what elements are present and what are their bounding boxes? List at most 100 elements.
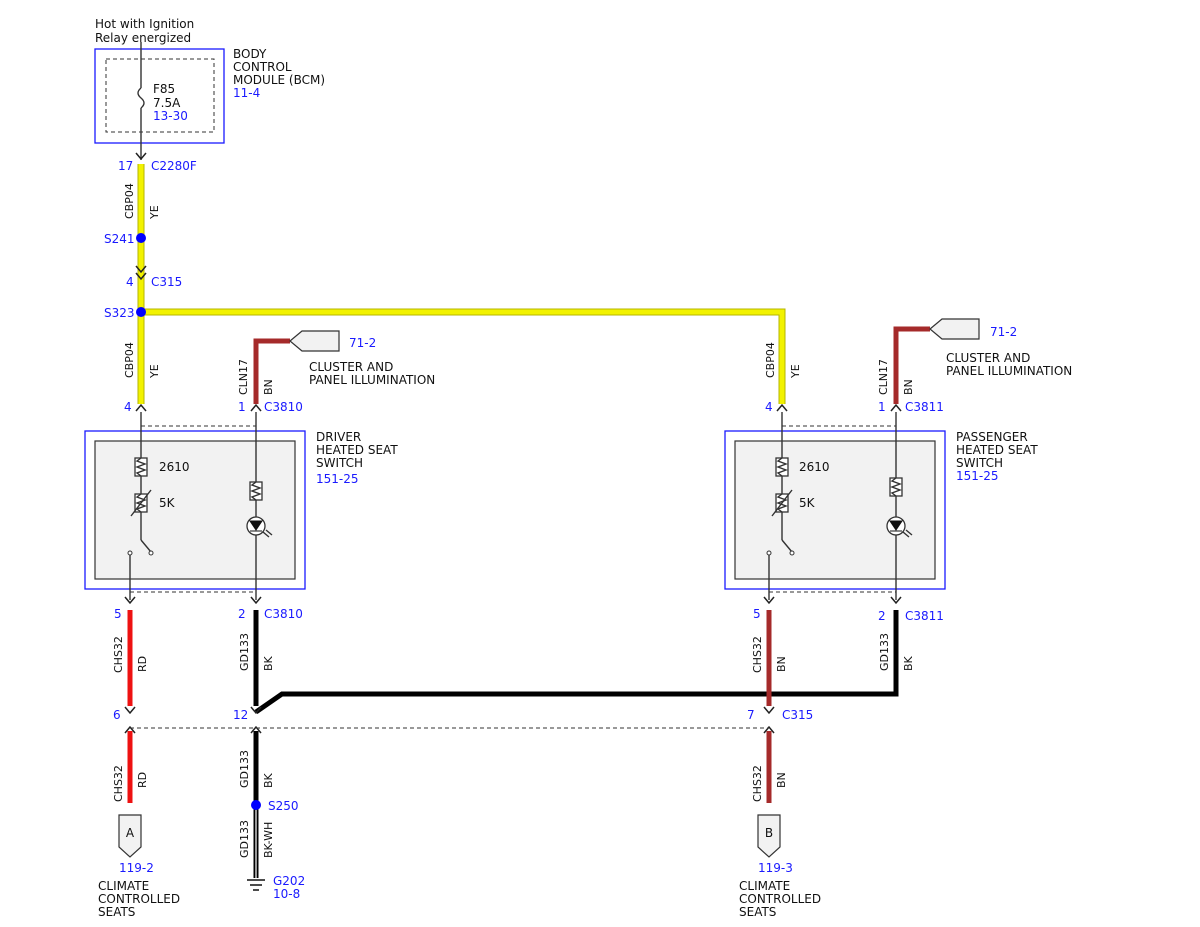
driver-switch-name-line3: SWITCH [316, 456, 363, 470]
illumination-connector-icon [929, 318, 980, 340]
illum-resistor-zigzag [250, 481, 262, 501]
label-rd-1: RD [136, 656, 149, 672]
passenger-resistor-label: 5K [799, 496, 816, 510]
driver-switch-name-line2: HEATED SEAT [316, 443, 398, 457]
label-bn-4: BN [775, 772, 788, 788]
illumination-driver-ref: 71-2 [349, 336, 376, 350]
driver-switch-ref: 151-25 [316, 472, 359, 486]
power-source: Hot with Ignition Relay energized [95, 17, 194, 45]
splice-s241-label: S241 [104, 232, 135, 246]
bcm-outline [94, 48, 225, 144]
label-chs32-3: CHS32 [751, 636, 764, 673]
climate-b-line3: SEATS [739, 905, 776, 919]
label-cbp04-2: CBP04 [123, 342, 136, 378]
power-source-line1: Hot with Ignition [95, 17, 194, 31]
illumination-passenger-ref: 71-2 [990, 325, 1017, 339]
wire-cln17-driver [253, 338, 290, 404]
c315-top-pin: 4 [126, 275, 134, 289]
c3810-c3811-top-marks [135, 403, 902, 412]
splice-s323-label: S323 [104, 306, 135, 320]
driver-switch-inner [94, 440, 296, 580]
label-bk-2: BK [902, 655, 915, 671]
c3810-top-pin-4: 4 [124, 400, 132, 414]
wires [127, 164, 930, 878]
c3811-bottom-name: C3811 [905, 609, 944, 623]
label-cln17-2: CLN17 [877, 359, 890, 395]
c3811-top-pin-1: 1 [878, 400, 886, 414]
switch-contact [766, 550, 772, 556]
label-cbp04-3: CBP04 [764, 342, 777, 378]
passenger-switch-inner [734, 440, 936, 580]
climate-connector-a-letter: A [126, 826, 135, 840]
c3811-bottom-pin-5: 5 [753, 607, 761, 621]
resistor-arrow [771, 489, 793, 517]
label-ye-2: YE [148, 364, 161, 379]
driver-seat-switch: DRIVER HEATED SEAT SWITCH 151-25 2610 5K [84, 412, 398, 600]
wire-labels: CBP04 YE CBP04 YE CBP04 YE CLN17 BN CLN1… [112, 183, 915, 858]
power-source-line2: Relay energized [95, 31, 191, 45]
c3811-bottom-pin-2: 2 [878, 609, 886, 623]
climate-connector-b-ref: 119-3 [758, 861, 793, 875]
c2280f-name: C2280F [151, 159, 197, 173]
bcm-inner [105, 58, 215, 133]
label-cln17-1: CLN17 [237, 359, 250, 395]
label-chs32-2: CHS32 [112, 765, 125, 802]
splice-s241-icon [136, 233, 146, 243]
label-chs32-4: CHS32 [751, 765, 764, 802]
c2280f-pin: 17 [118, 159, 133, 173]
splice-s250-label: S250 [268, 799, 299, 813]
c3810-bottom-pin-2: 2 [238, 607, 246, 621]
illumination-driver: 71-2 CLUSTER AND PANEL ILLUMINATION [289, 330, 435, 387]
bcm-name-line2: CONTROL [233, 60, 292, 74]
switch-lever-icon [781, 539, 793, 553]
switch-contact [127, 550, 133, 556]
ground-icon [247, 879, 265, 891]
label-gd133-1: GD133 [238, 633, 251, 671]
driver-heater-label: 2610 [159, 460, 190, 474]
illumination-driver-line2: PANEL ILLUMINATION [309, 373, 435, 387]
driver-switch-name-line1: DRIVER [316, 430, 361, 444]
wire-cbp04 [138, 164, 785, 404]
climate-a-line1: CLIMATE [98, 879, 149, 893]
c315-bottom-name: C315 [782, 708, 813, 722]
label-bn-2: BN [902, 379, 915, 395]
led-diode [889, 520, 903, 532]
label-gd133-2: GD133 [878, 633, 891, 671]
illumination-connector-icon [289, 330, 340, 352]
label-ye-3: YE [789, 364, 802, 379]
c2280f-mark [135, 152, 147, 161]
climate-a-line2: CONTROLLED [98, 892, 180, 906]
c3810-bottom-pin-5: 5 [114, 607, 122, 621]
passenger-seat-switch: PASSENGER HEATED SEAT SWITCH 151-25 2610… [724, 412, 1038, 600]
c3811-top-name: C3811 [905, 400, 944, 414]
label-bk-1: BK [262, 655, 275, 671]
heater-zigzag [135, 457, 147, 477]
c315-bottom-pin-7: 7 [747, 708, 755, 722]
illumination-driver-line1: CLUSTER AND [309, 360, 393, 374]
switch-contact [789, 550, 795, 556]
passenger-heater-label: 2610 [799, 460, 830, 474]
climate-b-line2: CONTROLLED [739, 892, 821, 906]
led-light-rays [902, 529, 913, 538]
c3810-top-pin-1: 1 [238, 400, 246, 414]
climate-connector-b: B 119-3 CLIMATE CONTROLLED SEATS [739, 814, 821, 919]
splice-s250-icon [251, 800, 261, 810]
c3810-c3811-bottom-marks [124, 596, 902, 605]
illumination-passenger: 71-2 CLUSTER AND PANEL ILLUMINATION [929, 318, 1072, 378]
climate-connector-b-icon [757, 814, 781, 858]
heater-zigzag [776, 457, 788, 477]
c315-top-mark [135, 265, 147, 281]
led-diode [249, 520, 263, 532]
fuse-icon [137, 87, 145, 109]
climate-b-line1: CLIMATE [739, 879, 790, 893]
wire-gd133-bk-upper [253, 610, 899, 715]
c315-bottom-marks [124, 706, 775, 734]
fuse-rating: 7.5A [153, 96, 181, 110]
label-cbp04-1: CBP04 [123, 183, 136, 219]
bcm-name-line1: BODY [233, 47, 267, 61]
c3810-bottom-name: C3810 [264, 607, 303, 621]
illumination-passenger-line2: PANEL ILLUMINATION [946, 364, 1072, 378]
bcm-name-line3: MODULE (BCM) [233, 73, 325, 87]
ground-name: G202 [273, 874, 305, 888]
